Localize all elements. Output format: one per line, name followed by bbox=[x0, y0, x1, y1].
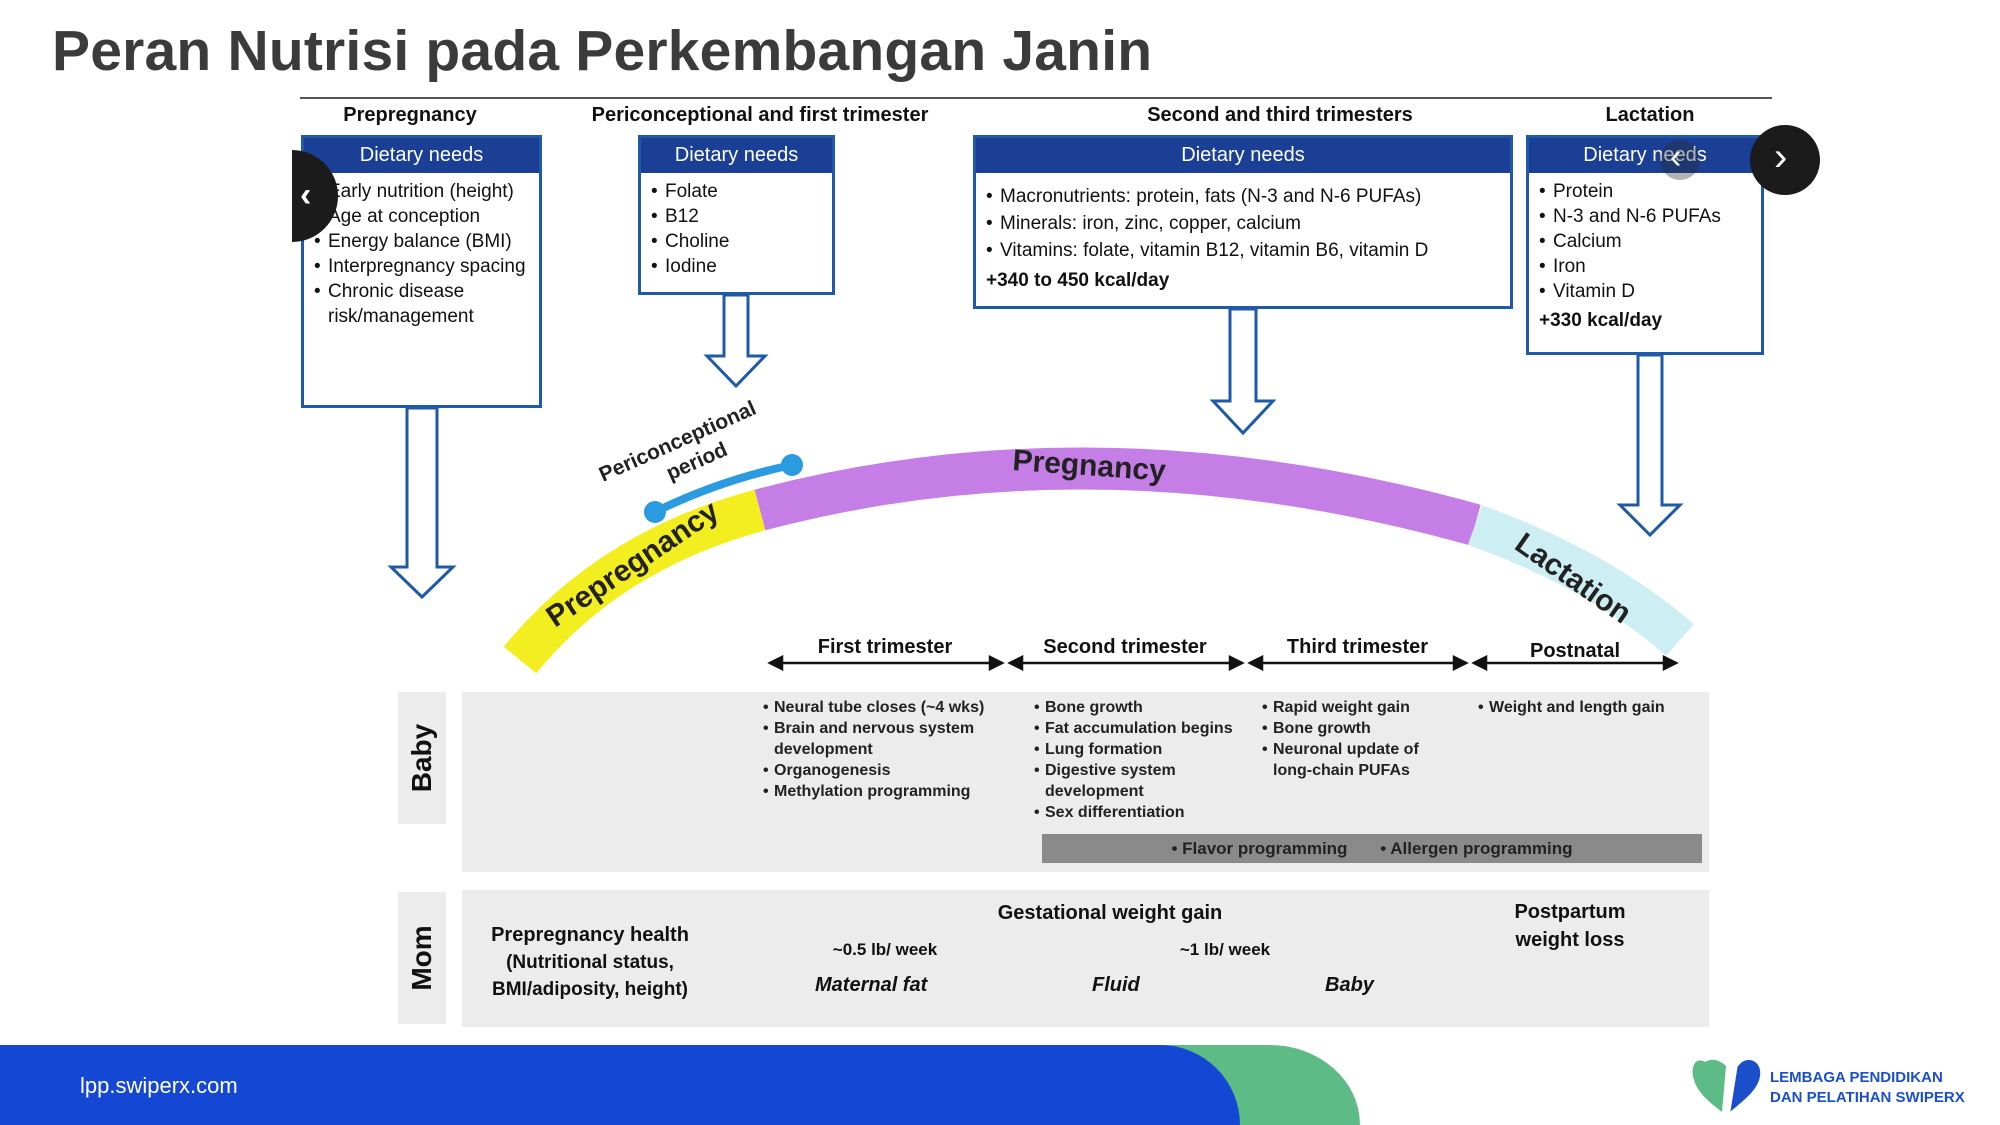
chevron-left-icon: ‹ bbox=[300, 176, 312, 214]
down-arrow-periconceptional bbox=[703, 293, 769, 389]
needs-item: Iodine bbox=[651, 254, 826, 279]
arc-segment-pregnancy bbox=[754, 447, 1481, 546]
timeline-header-third: Third trimester bbox=[1286, 636, 1429, 658]
baby-band-label: Baby bbox=[398, 692, 446, 824]
footer-bar bbox=[0, 1045, 1240, 1125]
baby-item: Rapid weight gain bbox=[1262, 697, 1462, 718]
programming-item-flavor: • Flavor programming bbox=[1171, 839, 1348, 858]
carousel-next-button[interactable]: › bbox=[1750, 125, 1820, 195]
baby-item: Bone growth bbox=[1034, 697, 1259, 718]
mom-baby: Baby bbox=[1325, 974, 1374, 996]
needs-item: Minerals: iron, zinc, copper, calcium bbox=[986, 210, 1504, 237]
needs-item: Folate bbox=[651, 179, 826, 204]
mom-fluid: Fluid bbox=[1092, 974, 1140, 996]
down-arrow-second-third bbox=[1209, 307, 1277, 436]
mom-maternal-fat: Maternal fat bbox=[815, 974, 928, 996]
overlay-prev-button[interactable]: ‹ bbox=[1660, 138, 1700, 180]
trimester-arrows bbox=[767, 654, 1679, 672]
kcal-second-third: +340 to 450 kcal/day bbox=[986, 270, 1170, 291]
down-arrow-lactation bbox=[1616, 353, 1684, 538]
chevron-right-icon: › bbox=[1774, 135, 1788, 179]
mom-prepregnancy-line: (Nutritional status, bbox=[506, 952, 674, 973]
top-rule bbox=[300, 97, 1772, 99]
periconceptional-dot-start bbox=[644, 501, 666, 523]
baby-item: Organogenesis bbox=[763, 760, 1033, 781]
mom-band-label: Mom bbox=[398, 892, 446, 1024]
needs-item: Energy balance (BMI) bbox=[314, 229, 533, 254]
arc-segment-lactation bbox=[1467, 505, 1694, 656]
heading-second-third: Second and third trimesters bbox=[1147, 104, 1413, 126]
needs-list-second-third: Macronutrients: protein, fats (N-3 and N… bbox=[976, 173, 1510, 264]
periconceptional-dot-end bbox=[781, 454, 803, 476]
baby-item: Bone growth bbox=[1262, 718, 1462, 739]
down-arrow-prepregnancy bbox=[387, 406, 457, 600]
mom-gestational-gain: Gestational weight gain bbox=[997, 902, 1223, 924]
needs-box-title: Dietary needs bbox=[641, 138, 832, 173]
needs-box-title: Dietary needs bbox=[304, 138, 539, 173]
baby-list-second: Bone growth Fat accumulation begins Lung… bbox=[1034, 697, 1259, 823]
mom-rate-second: ~1 lb/ week bbox=[1179, 940, 1271, 959]
needs-item: Vitamins: folate, vitamin B12, vitamin B… bbox=[986, 237, 1504, 264]
baby-item: Methylation programming bbox=[763, 781, 1033, 802]
baby-item: Weight and length gain bbox=[1478, 697, 1698, 718]
needs-box-second-third: Dietary needs Macronutrients: protein, f… bbox=[973, 135, 1513, 309]
baby-item: Sex differentiation bbox=[1034, 802, 1259, 823]
timeline-header-first: First trimester bbox=[817, 636, 953, 658]
mom-rate-first: ~0.5 lb/ week bbox=[832, 940, 938, 959]
mom-postpartum-line: Postpartum bbox=[1514, 901, 1626, 923]
needs-item: Calcium bbox=[1539, 229, 1755, 254]
baby-item: Neural tube closes (~4 wks) bbox=[763, 697, 1033, 718]
baby-list-first: Neural tube closes (~4 wks) Brain and ne… bbox=[763, 697, 1033, 802]
needs-item: Interpregnancy spacing bbox=[314, 254, 533, 279]
mom-postpartum-line: weight loss bbox=[1515, 929, 1625, 951]
needs-item: Choline bbox=[651, 229, 826, 254]
programming-item-allergen: • Allergen programming bbox=[1380, 839, 1573, 858]
needs-item: B12 bbox=[651, 204, 826, 229]
needs-item: N-3 and N-6 PUFAs bbox=[1539, 204, 1755, 229]
heading-lactation: Lactation bbox=[1605, 104, 1695, 126]
needs-box-title: Dietary needs bbox=[976, 138, 1510, 173]
baby-item: Brain and nervous system development bbox=[763, 718, 1033, 760]
timeline-header-second: Second trimester bbox=[1043, 636, 1207, 658]
baby-item: Neuronal update of long-chain PUFAs bbox=[1262, 739, 1462, 781]
brand-name: LEMBAGA PENDIDIKAN DAN PELATIHAN SWIPERX bbox=[1770, 1068, 1965, 1108]
needs-item: Protein bbox=[1539, 179, 1755, 204]
arc-label-prepregnancy: Prepregnancy bbox=[540, 494, 725, 633]
periconceptional-bar bbox=[651, 461, 796, 516]
chevron-left-icon: ‹ bbox=[1670, 138, 1682, 176]
needs-list-periconceptional: Folate B12 Choline Iodine bbox=[641, 173, 832, 279]
footer-url[interactable]: lpp.swiperx.com bbox=[80, 1073, 238, 1098]
needs-item: Chronic disease risk/management bbox=[314, 279, 533, 329]
needs-box-title: Dietary needs bbox=[1529, 138, 1761, 173]
slide-title: Peran Nutrisi pada Perkembangan Janin bbox=[52, 19, 1153, 83]
needs-box-lactation: Dietary needs Protein N-3 and N-6 PUFAs … bbox=[1526, 135, 1764, 355]
mom-prepregnancy-line: Prepregnancy health bbox=[491, 924, 689, 946]
baby-item: Fat accumulation begins bbox=[1034, 718, 1259, 739]
brand-line: DAN PELATIHAN SWIPERX bbox=[1770, 1089, 1965, 1106]
mom-prepregnancy-health: Prepregnancy health (Nutritional status,… bbox=[470, 922, 710, 1003]
baby-item: Lung formation bbox=[1034, 739, 1259, 760]
heading-prepregnancy: Prepregnancy bbox=[343, 104, 477, 126]
baby-list-postnatal: Weight and length gain bbox=[1478, 697, 1698, 718]
mom-postpartum: Postpartum weight loss bbox=[1470, 898, 1670, 954]
baby-list-third: Rapid weight gain Bone growth Neuronal u… bbox=[1262, 697, 1462, 781]
heading-periconceptional: Periconceptional and first trimester bbox=[591, 104, 929, 126]
kcal-lactation: +330 kcal/day bbox=[1539, 310, 1663, 331]
needs-item: Iron bbox=[1539, 254, 1755, 279]
mom-prepregnancy-line: BMI/adiposity, height) bbox=[492, 979, 688, 1000]
arc-segment-prepregnancy bbox=[503, 489, 766, 674]
needs-list-prepregnancy: Early nutrition (height) Age at concepti… bbox=[304, 173, 539, 329]
mom-band bbox=[462, 890, 1709, 1027]
timeline-header-postnatal: Postnatal bbox=[1529, 640, 1621, 662]
needs-item: Vitamin D bbox=[1539, 279, 1755, 304]
needs-list-lactation: Protein N-3 and N-6 PUFAs Calcium Iron V… bbox=[1529, 173, 1761, 304]
needs-box-periconceptional: Dietary needs Folate B12 Choline Iodine bbox=[638, 135, 835, 295]
needs-item: Macronutrients: protein, fats (N-3 and N… bbox=[986, 183, 1504, 210]
programming-bar: • Flavor programming • Allergen programm… bbox=[1042, 834, 1702, 863]
brand-line: LEMBAGA PENDIDIKAN bbox=[1770, 1069, 1943, 1086]
baby-item: Digestive system development bbox=[1034, 760, 1259, 802]
